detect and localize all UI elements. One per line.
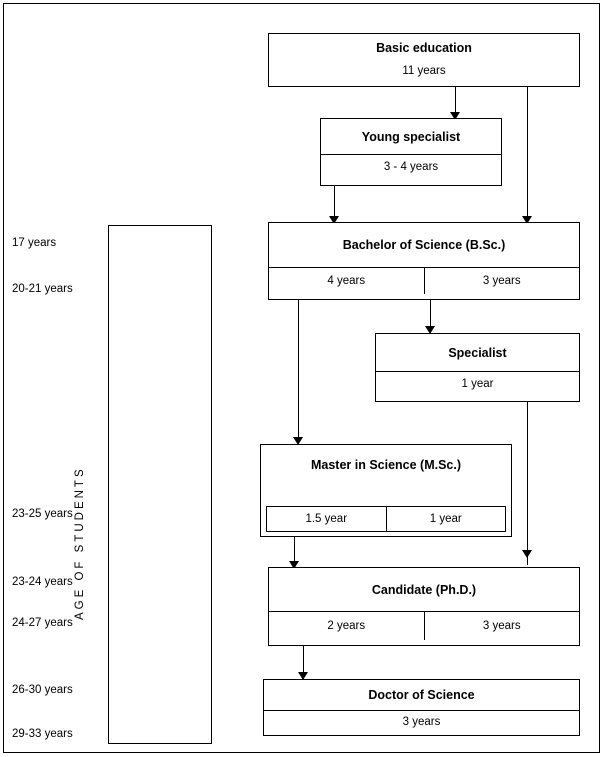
node-candidate[interactable]: Candidate (Ph.D.) 2 years 3 years — [268, 567, 580, 646]
connector-specialist-to-candidate — [527, 401, 528, 565]
node-basic-education-title: Basic education — [376, 41, 472, 55]
connector-young-to-bachelor — [334, 185, 335, 222]
connector-basic-to-young — [455, 86, 456, 118]
connector-candidate-to-doctor — [303, 646, 304, 679]
age-label-6: 29-33 years — [12, 728, 73, 740]
node-master[interactable]: Master in Science (M.Sc.) 1.5 year 1 yea… — [260, 444, 512, 537]
node-candidate-duration-long: 3 years — [423, 612, 580, 640]
connector-bachelor-to-specialist — [430, 299, 431, 333]
arrowhead-basic-to-young — [450, 112, 460, 120]
connector-bachelor-to-master — [298, 299, 299, 445]
connector-master-to-candidate — [294, 536, 295, 568]
arrowhead-young-to-bachelor — [329, 216, 339, 224]
age-label-5: 26-30 years — [12, 684, 73, 696]
node-doctor-title: Doctor of Science — [368, 688, 475, 702]
node-master-title: Master in Science (M.Sc.) — [310, 458, 462, 472]
node-bachelor-duration-full: 4 years — [327, 275, 366, 287]
diagram-frame — [3, 3, 600, 753]
node-candidate-title: Candidate (Ph.D.) — [371, 582, 477, 597]
arrowhead-bachelor-to-specialist — [425, 326, 435, 334]
node-specialist-duration: 1 year — [461, 378, 494, 390]
node-specialist[interactable]: Specialist 1 year — [375, 333, 580, 402]
node-doctor[interactable]: Doctor of Science 3 years — [263, 679, 580, 736]
arrowhead-master-to-candidate — [289, 561, 299, 569]
node-candidate-duration-short: 2 years — [327, 620, 366, 632]
arrowhead-specialist-to-candidate — [522, 550, 532, 558]
node-young-specialist-duration: 3 - 4 years — [383, 161, 439, 173]
node-basic-education[interactable]: Basic education 11 years — [268, 33, 580, 87]
node-doctor-duration: 3 years — [402, 716, 441, 728]
age-label-0: 17 years — [12, 237, 57, 249]
age-axis-title: AGE OF STUDENTS — [74, 466, 86, 620]
node-young-specialist[interactable]: Young specialist 3 - 4 years — [320, 118, 502, 186]
node-bachelor-duration-short: 3 years — [423, 268, 580, 294]
node-basic-education-duration: 11 years — [402, 65, 446, 77]
node-young-specialist-title: Young specialist — [361, 129, 461, 144]
node-master-duration-full: 1.5 year — [305, 513, 348, 525]
node-specialist-title: Specialist — [448, 345, 507, 360]
node-master-duration-short: 1 year — [385, 507, 506, 531]
connector-basic-to-bachelor — [527, 86, 528, 222]
arrowhead-basic-to-bachelor — [522, 216, 532, 224]
node-master-duration-row: 1.5 year 1 year — [266, 506, 506, 532]
age-label-3: 23-24 years — [12, 576, 73, 588]
arrowhead-candidate-to-doctor — [298, 672, 308, 680]
node-bachelor-title: Bachelor of Science (B.Sc.) — [342, 238, 506, 252]
age-label-2: 23-25 years — [12, 508, 73, 520]
age-column — [108, 225, 212, 744]
age-label-4: 24-27 years — [12, 617, 73, 629]
arrowhead-bachelor-to-master — [293, 437, 303, 445]
age-label-1: 20-21 years — [12, 283, 73, 295]
node-bachelor[interactable]: Bachelor of Science (B.Sc.) 4 years 3 ye… — [268, 222, 580, 300]
